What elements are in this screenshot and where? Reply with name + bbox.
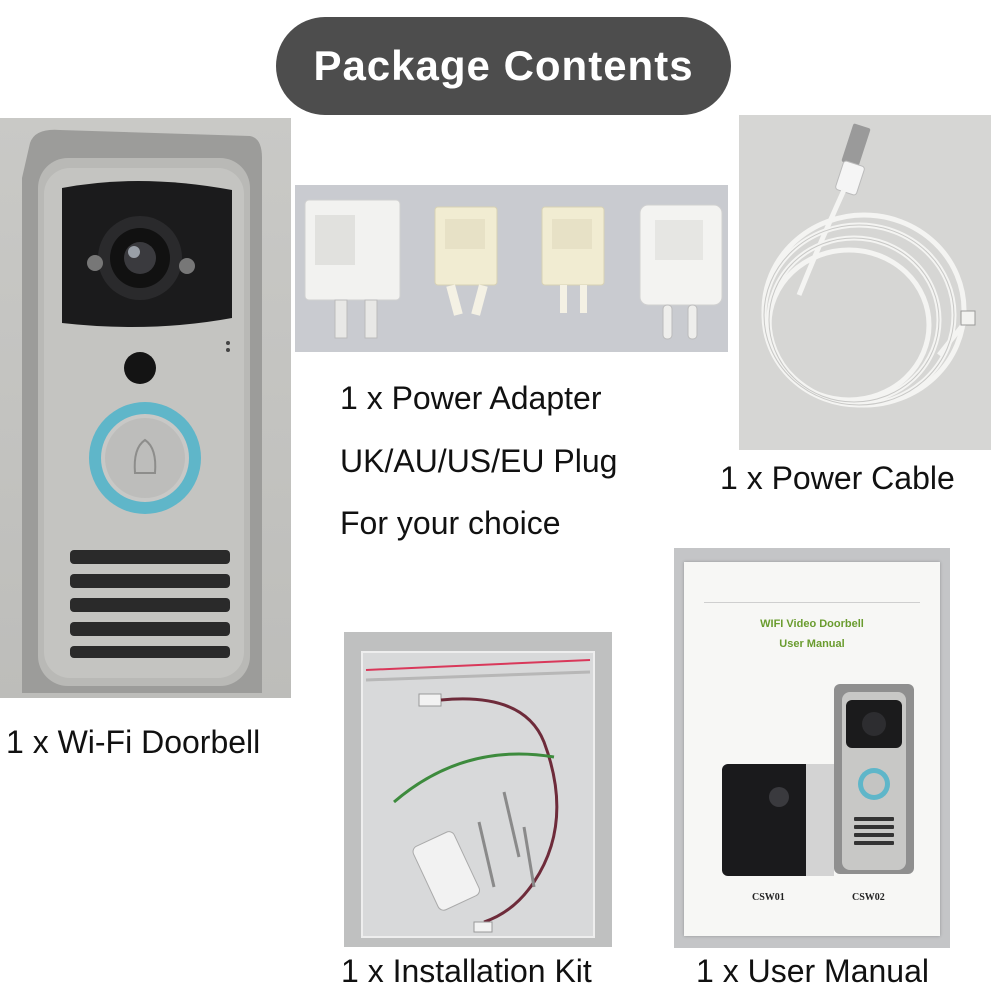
manual-model-left: CSW01 <box>752 892 785 903</box>
manual-cover-title: WIFI Video Doorbell <box>760 618 864 630</box>
installation-kit-photo <box>344 632 612 947</box>
power-adapter-caption-line-2: UK/AU/US/EU Plug <box>340 443 618 479</box>
user-manual-caption: 1 x User Manual <box>696 953 929 989</box>
page-title: Package Contents <box>276 17 731 115</box>
power-adapter-caption-line-3: For your choice <box>340 505 561 541</box>
power-adapter-photo <box>295 185 728 352</box>
manual-cover-subtitle: User Manual <box>779 638 845 650</box>
doorbell-illustration <box>22 129 262 693</box>
power-adapter-caption-line-1: 1 x Power Adapter <box>340 380 602 416</box>
installation-kit-caption: 1 x Installation Kit <box>341 953 592 989</box>
manual-cover-devices-illustration <box>722 684 914 876</box>
power-cable-caption: 1 x Power Cable <box>720 460 955 496</box>
manual-cover: WIFI Video Doorbell User Manual CSW01 CS… <box>684 562 940 936</box>
doorbell-caption: 1 x Wi-Fi Doorbell <box>6 724 261 760</box>
power-cable-photo <box>739 115 991 450</box>
doorbell-photo <box>0 118 291 698</box>
manual-model-right: CSW02 <box>852 892 885 903</box>
power-cable-illustration <box>761 123 976 408</box>
user-manual-photo: WIFI Video Doorbell User Manual CSW01 CS… <box>674 548 950 948</box>
power-adapter-illustration <box>304 199 723 340</box>
installation-kit-illustration <box>361 651 595 938</box>
